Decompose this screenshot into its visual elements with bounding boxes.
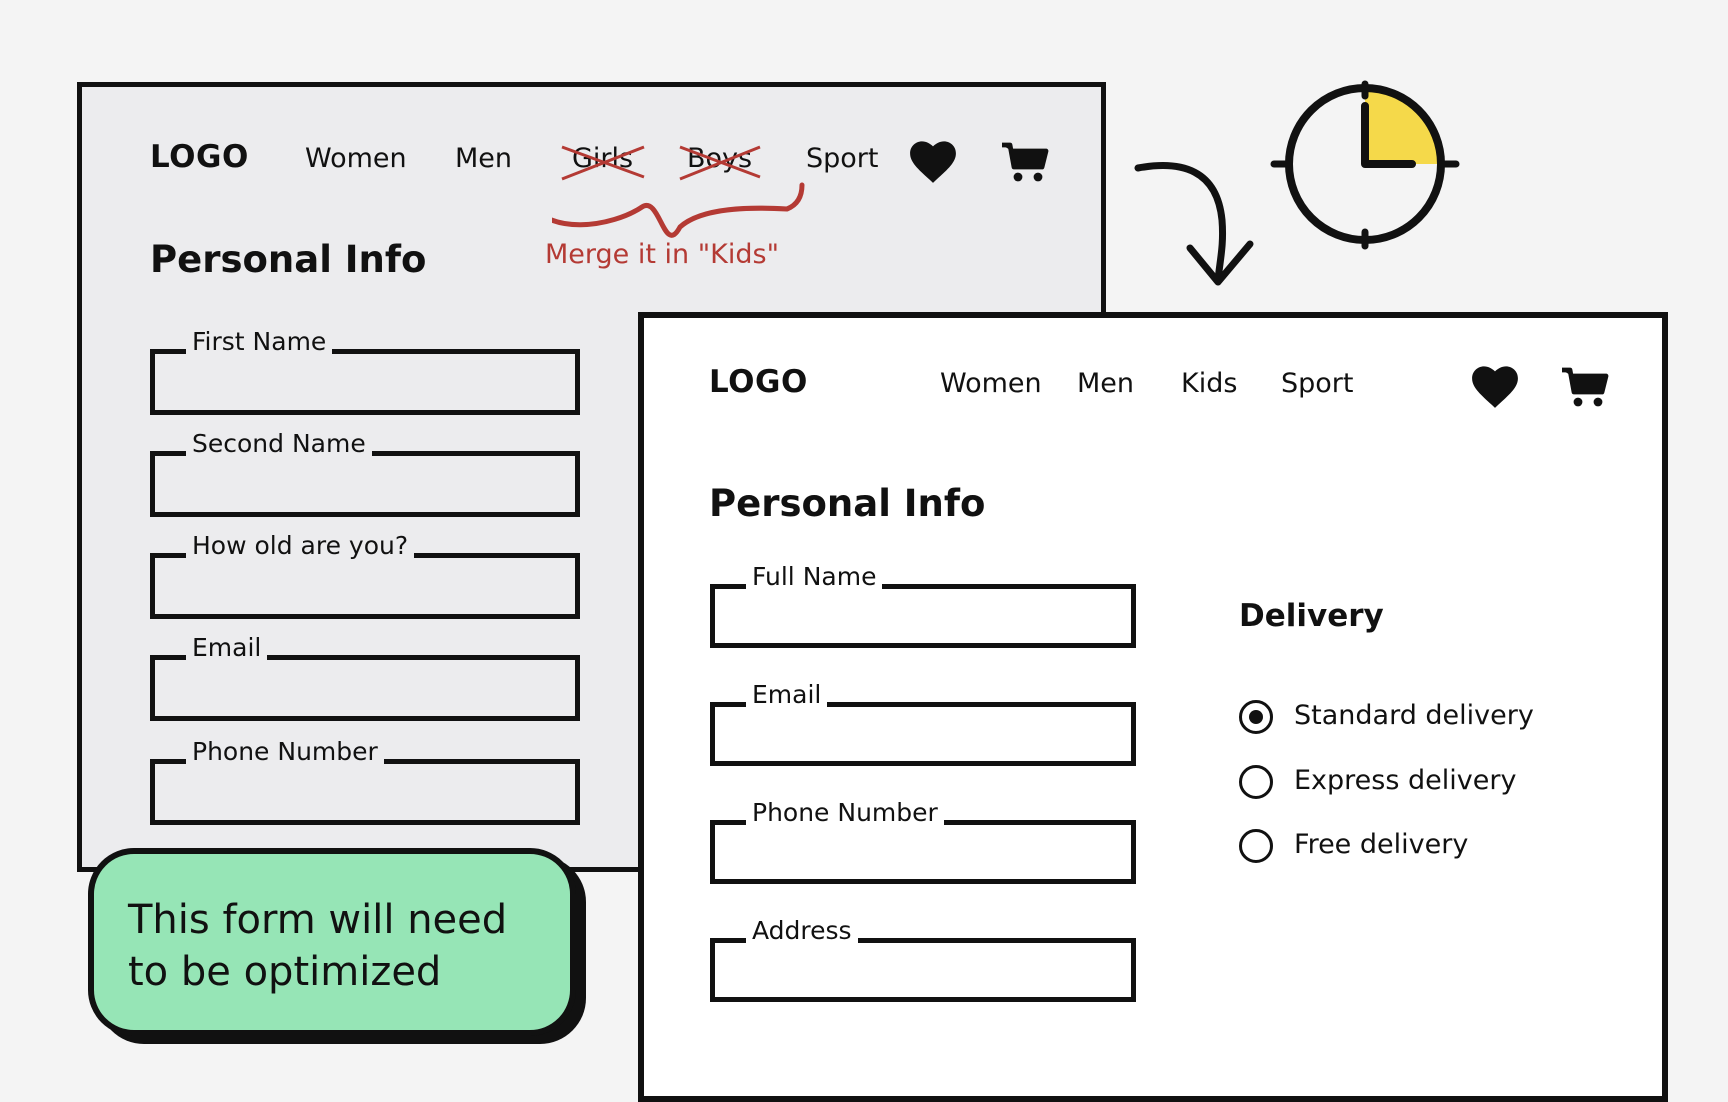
email-field[interactable] — [150, 655, 580, 721]
nav-item-women[interactable]: Women — [305, 143, 407, 174]
field-label: Address — [746, 916, 858, 945]
second-name-field[interactable] — [150, 451, 580, 517]
field-label: Phone Number — [746, 798, 944, 827]
radio-label: Standard delivery — [1294, 700, 1534, 731]
field-label: First Name — [186, 327, 333, 356]
address-field[interactable] — [710, 938, 1136, 1002]
logo: LOGO — [150, 139, 249, 175]
radio-label: Express delivery — [1294, 765, 1517, 796]
new-form-wireframe: LOGO Women Men Kids Sport Personal Info … — [638, 312, 1668, 1102]
field-label: Full Name — [746, 562, 883, 591]
standard-delivery-radio[interactable] — [1239, 700, 1273, 734]
cart-icon[interactable] — [1560, 366, 1610, 410]
nav-item-men[interactable]: Men — [455, 143, 513, 174]
full-name-field[interactable] — [710, 584, 1136, 648]
express-delivery-radio[interactable] — [1239, 765, 1273, 799]
cross-out-annotation — [552, 145, 805, 238]
sticky-note-text: This form will need to be optimized — [128, 897, 508, 995]
cart-icon[interactable] — [1000, 141, 1050, 185]
field-label: Second Name — [186, 429, 372, 458]
delivery-heading: Delivery — [1239, 598, 1384, 634]
email-field[interactable] — [710, 702, 1136, 766]
curved-arrow-icon — [1134, 162, 1254, 286]
nav-item-sport[interactable]: Sport — [1281, 368, 1354, 399]
page-title: Personal Info — [709, 482, 986, 525]
field-label: Email — [186, 633, 268, 662]
first-name-field[interactable] — [150, 349, 580, 415]
phone-number-field[interactable] — [710, 820, 1136, 884]
phone-number-field[interactable] — [150, 759, 580, 825]
nav-item-sport[interactable]: Sport — [806, 143, 879, 174]
logo: LOGO — [709, 364, 808, 400]
nav-item-kids[interactable]: Kids — [1181, 368, 1238, 399]
clock-icon — [1270, 80, 1460, 250]
field-label: How old are you? — [186, 531, 415, 560]
sticky-note: This form will need to be optimized — [88, 848, 576, 1036]
free-delivery-radio[interactable] — [1239, 829, 1273, 863]
page-title: Personal Info — [150, 238, 427, 281]
radio-label: Free delivery — [1294, 829, 1469, 860]
field-label: Phone Number — [186, 737, 384, 766]
heart-icon[interactable] — [906, 137, 960, 185]
heart-icon[interactable] — [1468, 362, 1522, 410]
nav-item-men[interactable]: Men — [1077, 368, 1135, 399]
nav-item-women[interactable]: Women — [940, 368, 1042, 399]
field-label: Email — [746, 680, 828, 709]
age-field[interactable] — [150, 553, 580, 619]
merge-annotation: Merge it in "Kids" — [545, 239, 779, 270]
